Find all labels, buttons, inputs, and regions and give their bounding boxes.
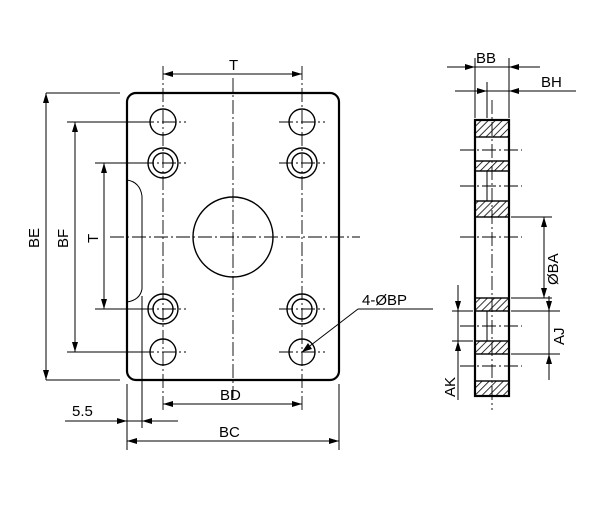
side-view: [460, 100, 522, 410]
counterbored-holes: [147, 147, 318, 325]
leader-holes: [301, 308, 359, 353]
dim-label-ba: ØBA: [545, 253, 562, 285]
dim-label-ak: AK: [442, 377, 459, 397]
dim-label-t-left: T: [85, 234, 102, 243]
dim-label-bf: BF: [55, 229, 72, 248]
dim-label-bb: BB: [476, 50, 496, 67]
side-dimensions: BB BH ØBA AJ AK: [442, 50, 576, 400]
plate-relief-bottom: [126, 288, 143, 303]
dim-label-bd: BD: [220, 387, 241, 404]
front-dimensions: T BE BF T BD 5.5: [26, 57, 433, 450]
dim-label-be: BE: [26, 228, 43, 248]
dim-label-holes: 4-ØBP: [362, 292, 407, 309]
dim-label-bc: BC: [219, 424, 240, 441]
front-view: [110, 66, 360, 412]
hole-center-marks: [140, 66, 325, 412]
dim-label-bh: BH: [541, 74, 562, 91]
dim-label-t-top: T: [229, 57, 238, 74]
dim-label-aj: AJ: [551, 327, 568, 345]
side-centerlines: [460, 100, 522, 410]
plate-outline: [125, 91, 341, 382]
dim-label-offset: 5.5: [72, 403, 93, 420]
plate-relief-top: [126, 179, 143, 197]
central-bore: [192, 196, 274, 278]
